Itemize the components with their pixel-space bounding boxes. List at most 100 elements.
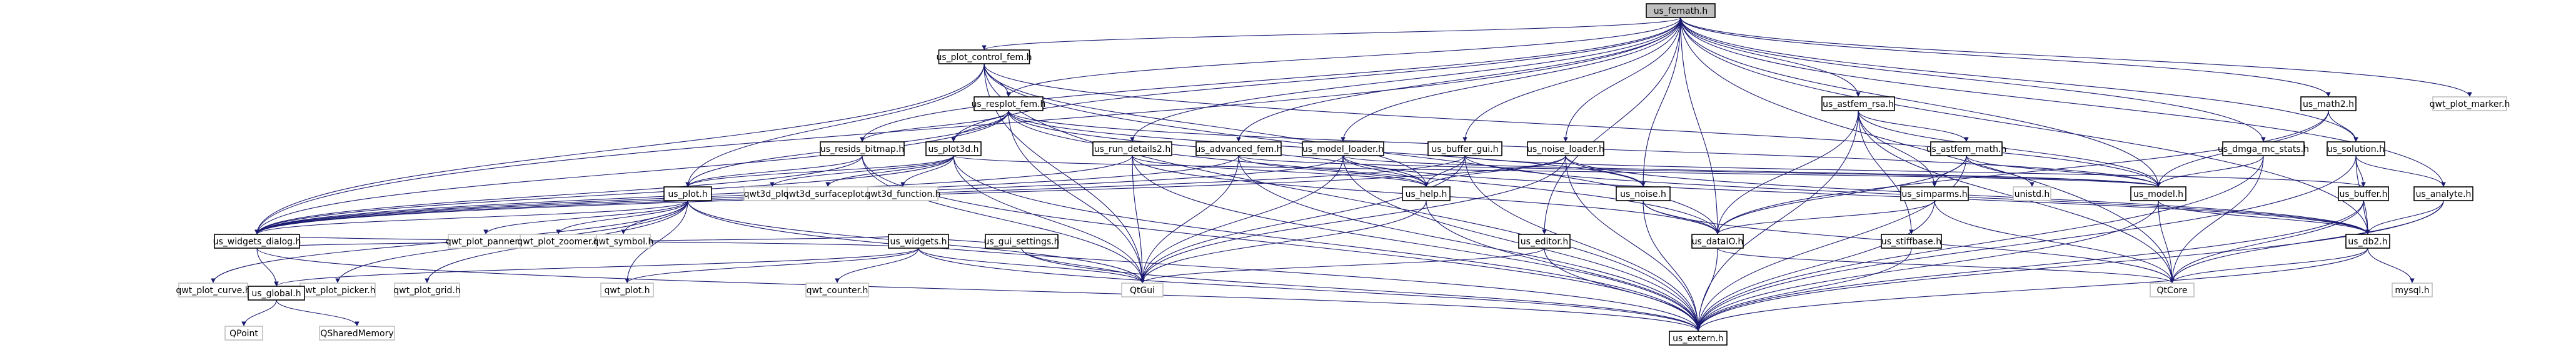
node-box bbox=[2300, 96, 2357, 111]
node-math2[interactable]: us_math2.h bbox=[2300, 96, 2357, 111]
node-label: us_model_loader.h bbox=[1302, 144, 1384, 154]
node-box bbox=[1881, 234, 1942, 249]
edge-plot-to-extern bbox=[687, 200, 1701, 332]
node-advanced-fem[interactable]: us_advanced_fem.h bbox=[1195, 141, 1282, 156]
edge-solution-to-buffer bbox=[2355, 155, 2366, 188]
node-solution[interactable]: us_solution.h bbox=[2327, 141, 2385, 156]
edge-plot3d-to-extern bbox=[953, 155, 1701, 332]
node-label: us_astfem_rsa.h bbox=[1823, 99, 1894, 109]
node-model-loader[interactable]: us_model_loader.h bbox=[1302, 141, 1384, 156]
node-plot3d[interactable]: us_plot3d.h bbox=[925, 141, 982, 156]
edge-widgets-to-qtgui bbox=[918, 248, 1145, 284]
node-label: us_buffer_gui.h bbox=[1432, 144, 1499, 154]
node-gui-settings[interactable]: us_gui_settings.h bbox=[984, 234, 1060, 249]
node-qsharedmemory: QSharedMemory bbox=[319, 326, 395, 341]
node-qwt-plot-picker: qwt_plot_picker.h bbox=[299, 282, 376, 298]
nodes-layer: us_femath.h us_plot_control_fem.h us_respl… bbox=[176, 3, 2510, 346]
node-astfem-rsa[interactable]: us_astfem_rsa.h bbox=[1821, 96, 1895, 111]
node-resplot[interactable]: us_resplot_fem.h bbox=[972, 96, 1046, 111]
node-global[interactable]: us_global.h bbox=[248, 286, 305, 301]
edge-femath-to-buffer_gui bbox=[1462, 17, 1681, 142]
edge-buffer_gui-to-qtgui bbox=[1140, 155, 1466, 284]
node-box bbox=[867, 186, 938, 201]
node-label: us_plot.h bbox=[668, 189, 707, 199]
node-box bbox=[805, 282, 869, 298]
node-label: us_simparms.h bbox=[1901, 189, 1967, 199]
node-qtgui: QtGui bbox=[1121, 282, 1164, 298]
edge-solution-to-analyte bbox=[2355, 155, 2446, 188]
edge-simparms-to-dataIO bbox=[1715, 200, 1935, 235]
node-box bbox=[2222, 141, 2305, 156]
edge-noise_loader-to-qtgui bbox=[1140, 155, 1566, 284]
node-extern[interactable]: us_extern.h bbox=[1669, 331, 1728, 346]
node-help[interactable]: us_help.h bbox=[1402, 186, 1451, 201]
node-label: us_resplot_fem.h bbox=[972, 99, 1046, 109]
node-analyte[interactable]: us_analyte.h bbox=[2413, 186, 2473, 201]
edge-widgets_dialog-to-global bbox=[256, 248, 279, 287]
node-label: QSharedMemory bbox=[320, 329, 393, 339]
node-box bbox=[1195, 141, 1282, 156]
node-widgets-dialog[interactable]: us_widgets_dialog.h bbox=[213, 234, 301, 249]
node-box bbox=[1669, 331, 1728, 346]
edge-plot3d-to-qwt3d_function bbox=[900, 155, 954, 188]
node-box bbox=[820, 141, 905, 156]
node-dataIO[interactable]: us_dataIO.h bbox=[1691, 234, 1744, 249]
edge-dmga_mc_stats-to-extern bbox=[1696, 155, 2264, 332]
node-label: QPoint bbox=[229, 329, 258, 339]
node-femath[interactable]: us_femath.h bbox=[1646, 3, 1716, 18]
node-buffer[interactable]: us_buffer.h bbox=[2338, 186, 2389, 201]
node-qwt3d-plot: qwt3d_plot.h bbox=[743, 186, 801, 201]
node-stiffbase[interactable]: us_stiffbase.h bbox=[1881, 234, 1942, 249]
node-box bbox=[1646, 3, 1716, 18]
node-label: qwt3d_plot.h bbox=[744, 189, 801, 199]
node-model[interactable]: us_model.h bbox=[2130, 186, 2186, 201]
node-box bbox=[938, 49, 1030, 64]
edge-astfem_rsa-to-astfem_math bbox=[1858, 110, 1969, 142]
node-astfem-math[interactable]: us_astfem_math.h bbox=[1926, 141, 2007, 156]
node-plot-control[interactable]: us_plot_control_fem.h bbox=[936, 49, 1032, 64]
node-db2[interactable]: us_db2.h bbox=[2345, 234, 2390, 249]
edge-run_details2-to-extern bbox=[1132, 155, 1701, 332]
node-noise[interactable]: us_noise.h bbox=[1616, 186, 1671, 201]
edge-astfem_rsa-to-extern bbox=[1696, 110, 1859, 332]
edge-widgets-to-global bbox=[274, 248, 919, 287]
node-box bbox=[394, 282, 460, 298]
node-simparms[interactable]: us_simparms.h bbox=[1900, 186, 1969, 201]
node-qwt-plot-curve: qwt_plot_curve.h bbox=[176, 282, 251, 298]
node-label: us_buffer.h bbox=[2340, 189, 2388, 199]
node-box bbox=[925, 141, 982, 156]
edge-analyte-to-extern bbox=[1696, 200, 2444, 332]
edge-dmga_mc_stats-to-model bbox=[2156, 155, 2264, 188]
edge-db2-to-qtcore bbox=[2170, 248, 2368, 284]
edge-plot3d-to-qtgui bbox=[953, 155, 1145, 284]
node-noise-loader[interactable]: us_noise_loader.h bbox=[1527, 141, 1604, 156]
edge-help-to-qtgui bbox=[1140, 200, 1427, 284]
edge-widgets-to-extern bbox=[918, 248, 1701, 332]
edge-buffer_gui-to-buffer bbox=[1464, 155, 2366, 188]
edge-model-to-db2 bbox=[2158, 200, 2370, 235]
node-label: us_plot_control_fem.h bbox=[936, 52, 1032, 62]
edge-solution-to-extern bbox=[1696, 155, 2357, 332]
edge-advanced_fem-to-qtgui bbox=[1140, 155, 1239, 284]
node-box bbox=[2013, 186, 2051, 201]
edge-femath-to-model_loader bbox=[1341, 17, 1681, 142]
edge-femath-to-solution bbox=[1680, 17, 2358, 142]
edge-plot_control-to-extern bbox=[984, 63, 1701, 332]
node-buffer-gui[interactable]: us_buffer_gui.h bbox=[1427, 141, 1502, 156]
node-editor[interactable]: us_editor.h bbox=[1518, 234, 1571, 249]
node-dmga-mc-stats[interactable]: us_dmga_mc_stats.h bbox=[2218, 141, 2309, 156]
node-box bbox=[224, 326, 263, 341]
node-resids-bitmap[interactable]: us_resids_bitmap.h bbox=[820, 141, 905, 156]
node-box bbox=[2413, 186, 2473, 201]
edge-editor-to-extern bbox=[1544, 248, 1701, 332]
node-plot[interactable]: us_plot.h bbox=[663, 186, 712, 201]
node-unistd: unistd.h bbox=[2013, 186, 2051, 201]
edge-widgets_dialog-to-extern bbox=[256, 248, 1701, 332]
node-box bbox=[1930, 141, 2003, 156]
node-label: qwt_symbol.h bbox=[593, 237, 654, 247]
edge-noise_loader-to-help bbox=[1424, 155, 1566, 188]
node-widgets[interactable]: us_widgets.h bbox=[888, 234, 949, 249]
node-run-details2[interactable]: us_run_details2.h bbox=[1092, 141, 1172, 156]
node-box bbox=[178, 282, 248, 298]
node-box bbox=[888, 234, 949, 249]
